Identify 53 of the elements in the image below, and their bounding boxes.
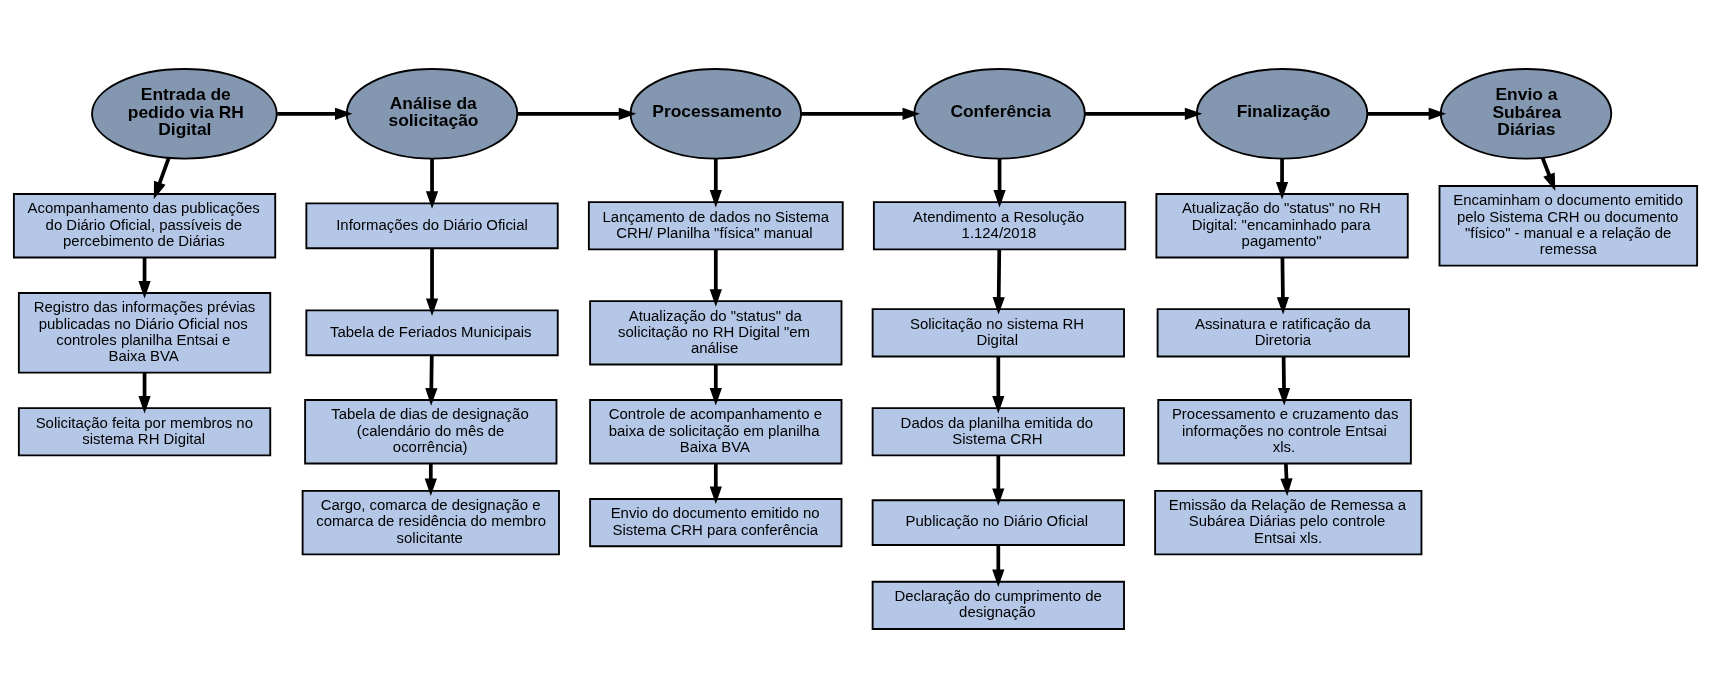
arrow [1367, 107, 1447, 120]
arrow [709, 364, 722, 406]
arrow [1276, 257, 1289, 315]
node-box: Tabela de dias de designação (calendário do mês de ocorrência) [304, 399, 558, 465]
arrow [277, 107, 353, 120]
arrow [709, 158, 722, 208]
arrow [993, 158, 1006, 208]
node-box: Processamento e cruzamento das informações no controle Entsai xls. [1157, 399, 1412, 465]
node-box: Acompanhamento das publicações do Diário Oficial, passíveis de percebimento de Diárias [12, 193, 277, 259]
node-box: Atualização do "status" da solicitação no RH Digital "em análise [589, 300, 843, 366]
node-box: Informações do Diário Oficial [305, 202, 559, 250]
node-box: Assinatura e ratificação da Diretoria [1156, 308, 1410, 358]
node-ellipse: Análise da solicitação [345, 68, 519, 160]
node-box: Solicitação no sistema RH Digital [871, 308, 1125, 358]
arrow [138, 257, 151, 299]
node-box: Atendimento a Resolução 1.124/2018 [872, 201, 1127, 251]
node-box: Envio do documento emitido no Sistema CRH para conferência [589, 498, 843, 548]
arrow [1540, 157, 1556, 191]
arrow [1275, 158, 1289, 200]
node-box: Cargo, comarca de designação e comarca de residência do membro solicitante [301, 489, 560, 556]
arrow [992, 249, 1005, 315]
node-box: Encaminham o documento emitido pelo Sistema CRH ou documento "físico" - manual e a relação de remessa [1438, 185, 1699, 267]
node-ellipse: Envio a Subárea Diárias [1439, 68, 1613, 160]
node-box: Lançamento de dados no Sistema CRH/ Planilha "física" manual [587, 201, 844, 251]
node-box: Tabela de Feriados Municipais [305, 309, 559, 357]
arrow [801, 107, 920, 120]
node-box: Registro das informações prévias publicadas no Diário Oficial nos controles planilha Entsai e Baixa BVA [17, 292, 272, 374]
node-box: Controle de acompanhamento e baixa de solicitação em planilha Baixa BVA [589, 399, 843, 465]
node-box: Solicitação feita por membros no sistema RH Digital [17, 407, 272, 457]
arrow [992, 545, 1005, 588]
arrow [992, 455, 1005, 506]
node-ellipse: Entrada de pedido via RH Digital [91, 68, 278, 160]
arrow [1280, 463, 1293, 496]
node-ellipse: Processamento [629, 68, 802, 160]
node-ellipse: Finalização [1195, 68, 1369, 160]
arrow [424, 463, 437, 496]
arrow [425, 158, 439, 209]
arrow [138, 372, 151, 414]
node-box: Publicação no Diário Oficial [871, 499, 1125, 546]
arrow [153, 157, 171, 200]
arrow [425, 355, 438, 406]
arrow [992, 356, 1005, 414]
arrow [1277, 356, 1291, 406]
node-box: Emissão da Relação de Remessa a Subárea Diárias pelo controle Entsai xls. [1154, 489, 1423, 556]
arrow [517, 107, 637, 120]
node-ellipse: Conferência [913, 68, 1086, 160]
arrow [709, 249, 722, 307]
node-box: Atualização do "status" no RH Digital: "encaminhado para pagamento" [1155, 193, 1409, 259]
arrow [709, 463, 722, 505]
node-box: Dados da planilha emitida do Sistema CRH [871, 407, 1125, 457]
arrow [425, 248, 439, 316]
arrow [1085, 107, 1203, 120]
node-box: Declaração do cumprimento de designação [871, 580, 1125, 630]
